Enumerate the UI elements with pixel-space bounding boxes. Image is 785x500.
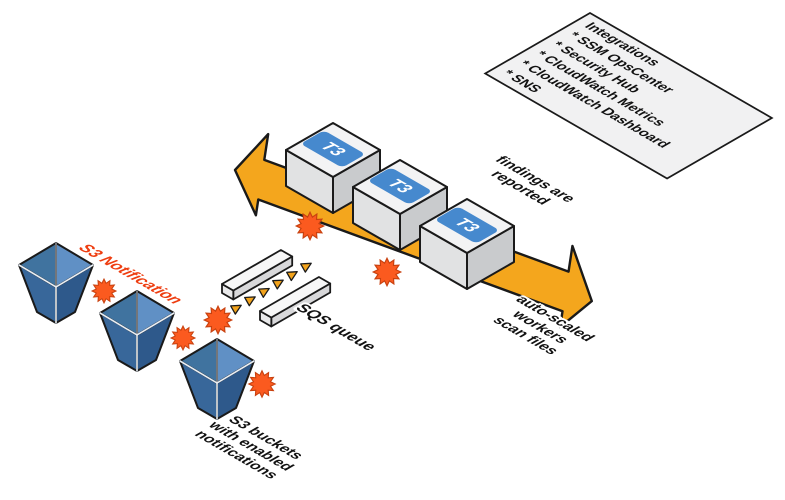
notification-burst-1 (91, 278, 117, 304)
notification-burst-3 (203, 305, 233, 335)
message-triangle-5 (286, 271, 298, 282)
message-triangle-4 (272, 279, 284, 290)
notification-burst-2 (170, 325, 196, 351)
message-triangle-3 (258, 287, 270, 298)
notification-burst-4 (248, 370, 276, 398)
sqs-queue-bar-1 (221, 249, 294, 301)
message-triangle-6 (300, 262, 312, 273)
notification-burst-6 (372, 257, 402, 287)
message-triangle-1 (230, 304, 242, 315)
message-triangle-2 (244, 296, 256, 307)
